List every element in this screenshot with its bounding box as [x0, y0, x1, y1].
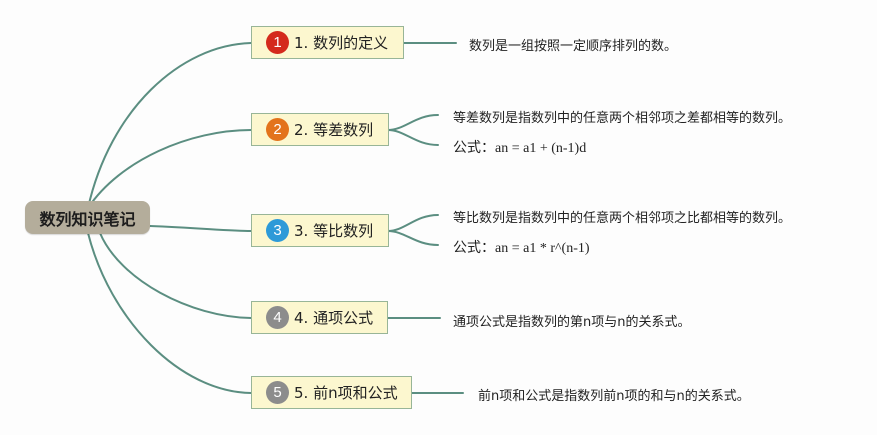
connector-root-topic-4 [99, 232, 252, 319]
topic-2-detail-definition: 等差数列是指数列中的任意两个相邻项之差都相等的数列。 [453, 111, 792, 126]
root-topic-label: 数列知识笔记 [39, 209, 136, 229]
number-1-icon: 1 [266, 31, 289, 54]
number-5-icon: 5 [266, 381, 289, 404]
connector-root-topic-3 [149, 225, 252, 232]
topic-1-label: 1. 数列的定义 [294, 34, 389, 52]
topic-4-detail: 通项公式是指数列的第n项与n的关系式。 [453, 315, 691, 330]
topic-4[interactable]: 4 4. 通项公式 [251, 301, 388, 334]
connector-root-topic-2 [87, 129, 252, 209]
connector-root-topic-1 [87, 42, 252, 209]
number-3-icon: 3 [266, 219, 289, 242]
topic-4-label: 4. 通项公式 [294, 309, 374, 327]
topic-5[interactable]: 5 5. 前n项和公式 [251, 376, 412, 409]
topic-2[interactable]: 2 2. 等差数列 [251, 113, 389, 146]
connector-topic-3-detail-1 [387, 214, 439, 232]
topic-3-detail-definition: 等比数列是指数列中的任意两个相邻项之比都相等的数列。 [453, 211, 792, 226]
connector-root-topic-5 [87, 232, 252, 394]
number-4-icon: 4 [266, 306, 289, 329]
topic-2-detail-formula: 公式：an = a1 + (n-1)d [453, 141, 587, 156]
number-2-icon: 2 [266, 118, 289, 141]
connector-topic-2-detail-1 [387, 114, 439, 131]
topic-3[interactable]: 3 3. 等比数列 [251, 214, 389, 247]
topic-2-label: 2. 等差数列 [294, 121, 374, 139]
connector-topic-3-detail-2 [387, 230, 439, 246]
connector-topic-2-detail-2 [387, 129, 439, 146]
topic-1-detail: 数列是一组按照一定顺序排列的数。 [469, 39, 678, 54]
topic-3-label: 3. 等比数列 [294, 222, 374, 240]
topic-3-detail-formula: 公式：an = a1 * r^(n-1) [453, 241, 590, 256]
topic-5-detail: 前n项和公式是指数列前n项的和与n的关系式。 [478, 389, 750, 404]
root-topic[interactable]: 数列知识笔记 [25, 201, 150, 234]
topic-5-label: 5. 前n项和公式 [294, 384, 398, 402]
topic-1[interactable]: 1 1. 数列的定义 [251, 26, 404, 59]
